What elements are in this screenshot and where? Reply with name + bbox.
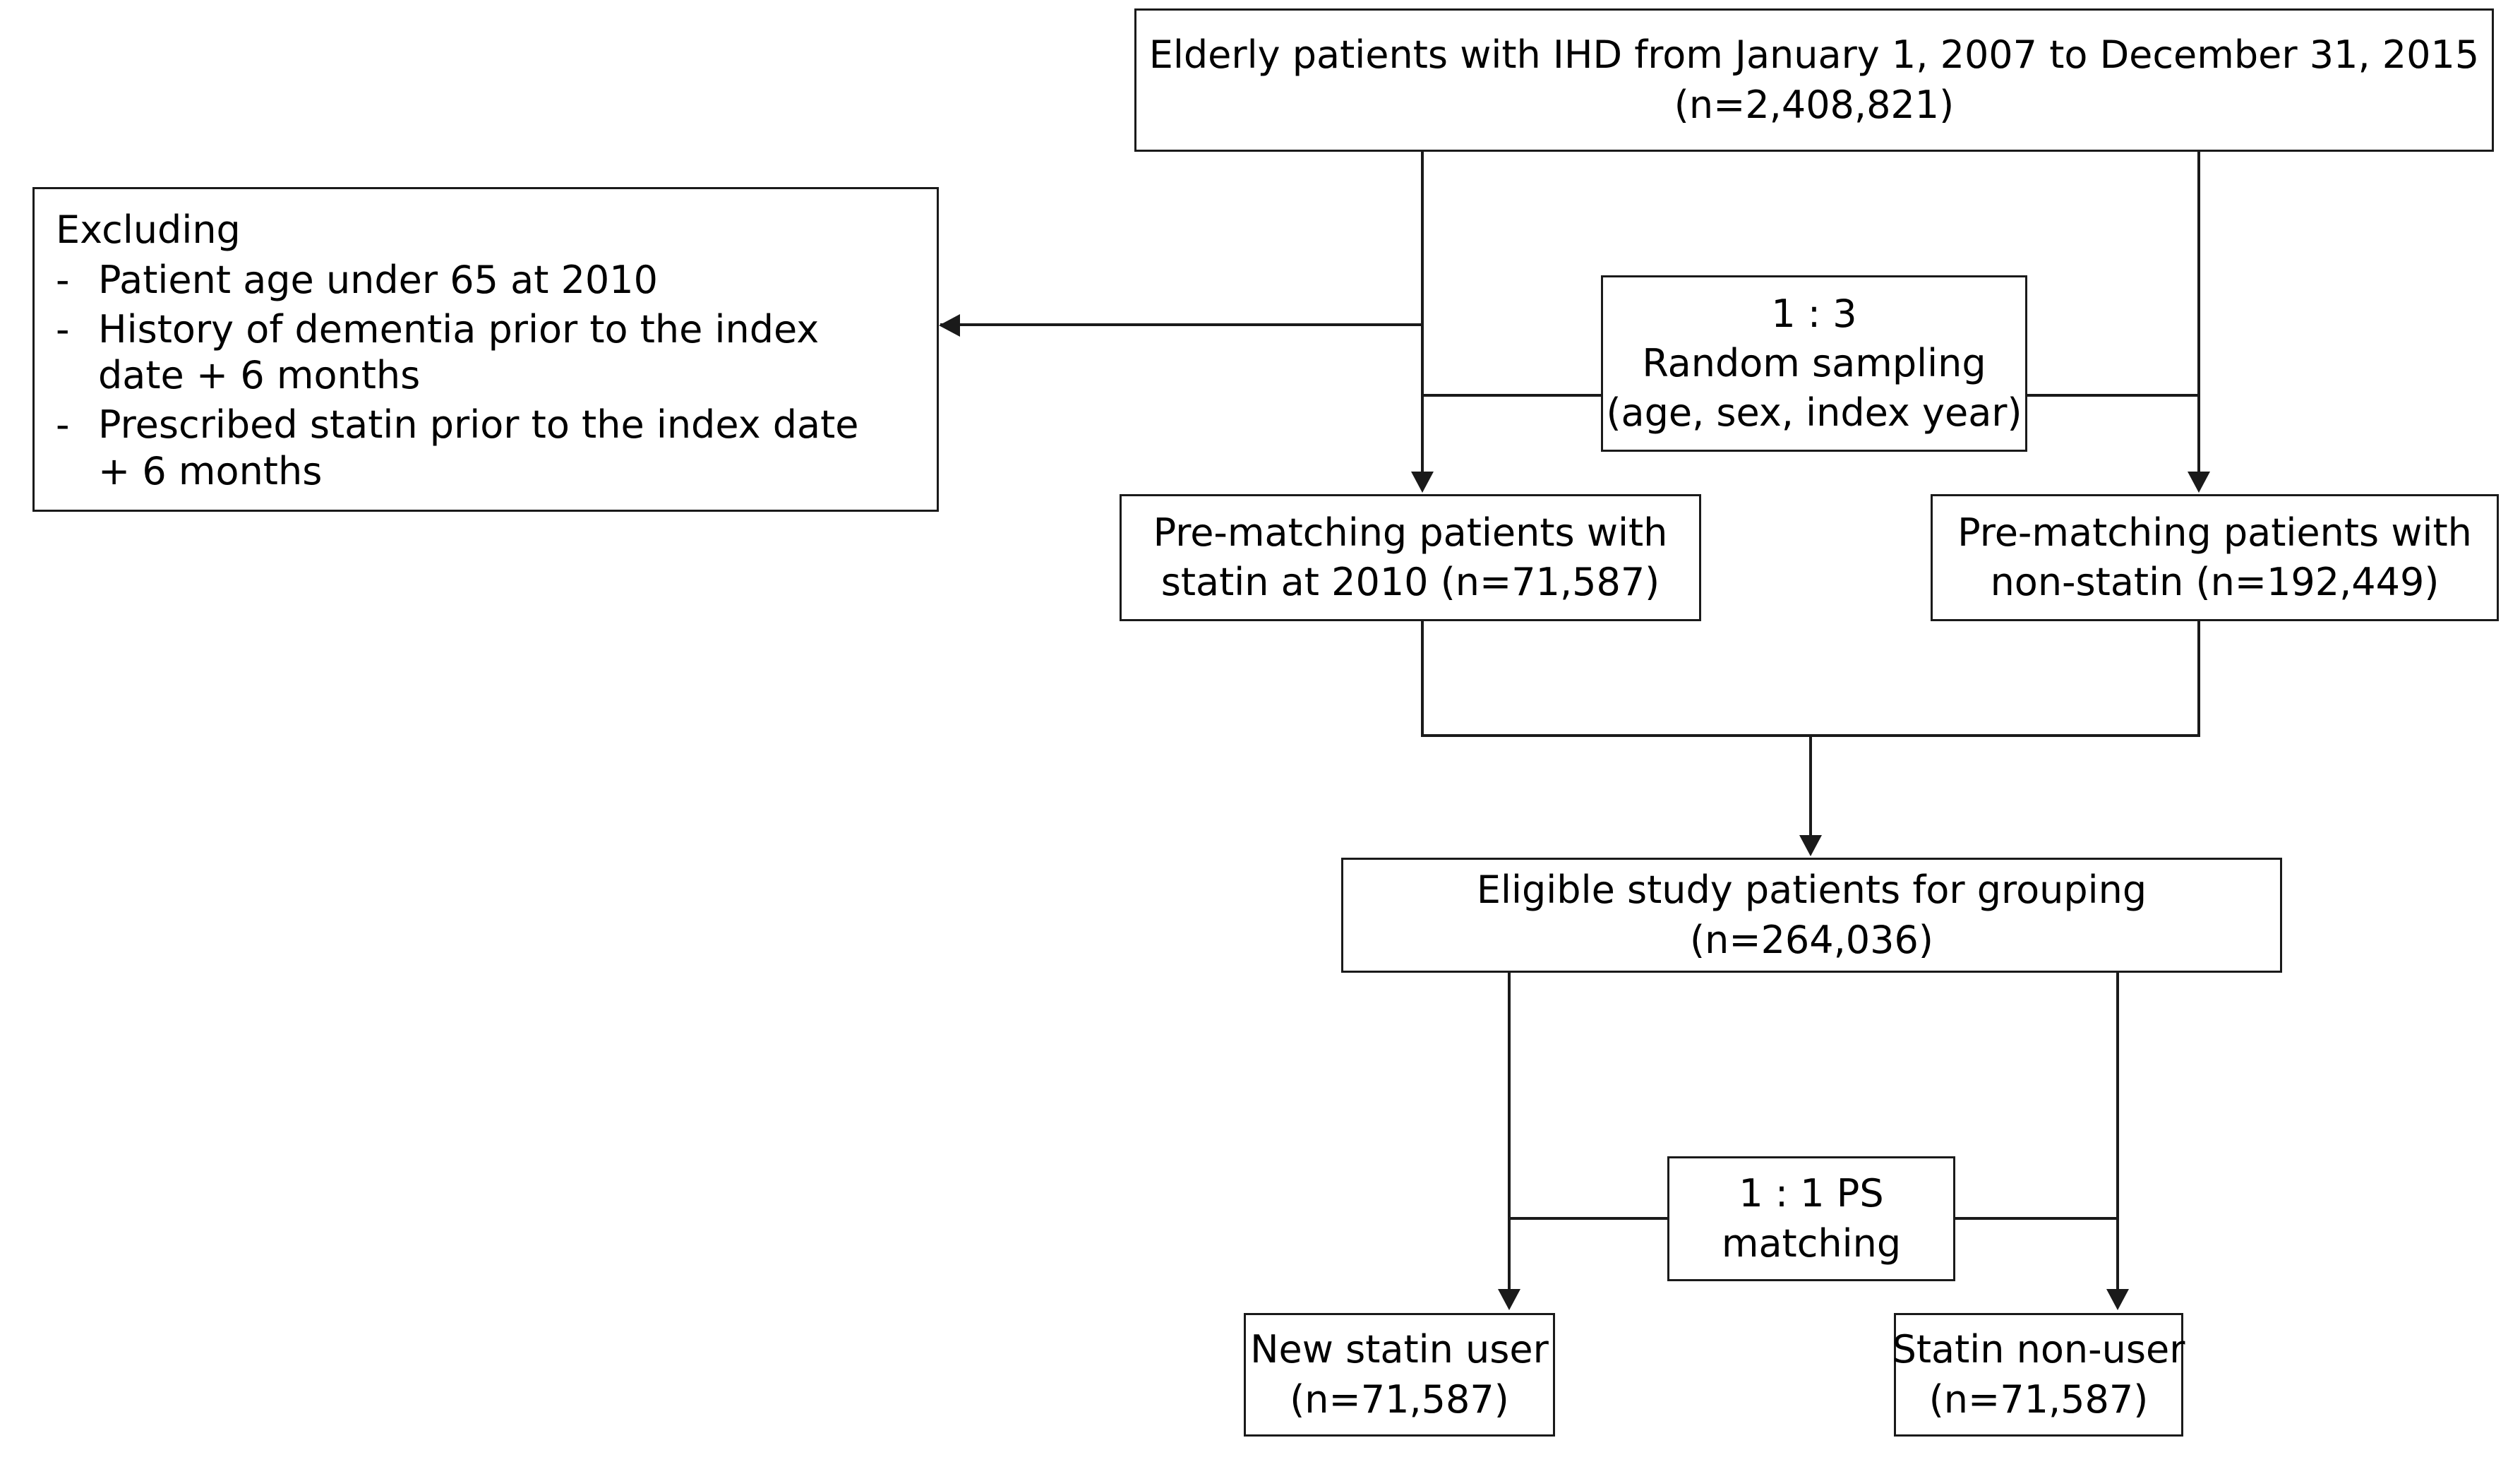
exclusion-item-2-text: History of dementia prior to the index d… (98, 306, 916, 400)
non-user-line-1: Statin non-user (1892, 1327, 2185, 1372)
connector-non-statin-to-merge (2197, 621, 2200, 736)
pre-statin-line-2: statin at 2010 (n=71,587) (1160, 560, 1660, 604)
node-random-sampling: 1 : 3 Random sampling (age, sex, index y… (1601, 275, 2027, 452)
exclusion-item-3-line-2: + 6 months (98, 449, 323, 494)
ps-label: matching (1721, 1221, 1902, 1266)
node-cohort: Elderly patients with IHD from January 1… (1134, 8, 2494, 152)
arrowhead-to-pre-matching-non-statin (2188, 472, 2210, 493)
node-eligible-study-patients: Eligible study patients for grouping (n=… (1341, 858, 2282, 973)
pre-nonstatin-line-1: Pre-matching patients with (1957, 510, 2472, 555)
sampling-ratio: 1 : 3 (1771, 291, 1857, 336)
node-ps-matching: 1 : 1 PS matching (1667, 1156, 1955, 1281)
connector-ps-matching-to-right (1954, 1217, 2118, 1220)
exclusion-item-1-text: Patient age under 65 at 2010 (98, 257, 658, 302)
arrowhead-to-statin-non-user (2106, 1289, 2129, 1310)
connector-eligible-to-non-user (2116, 973, 2119, 1290)
non-user-line-2: (n=71,587) (1928, 1377, 2149, 1422)
bullet-marker-1: - (56, 257, 70, 302)
arrowhead-to-new-statin-user (1498, 1289, 1520, 1310)
arrowhead-to-eligible (1799, 835, 1822, 856)
bullet-marker-2: - (56, 306, 70, 352)
new-user-line-1: New statin user (1250, 1327, 1549, 1372)
connector-sampling-to-right (2026, 394, 2200, 397)
connector-left-to-sampling (1421, 394, 1602, 397)
node-pre-matching-non-statin: Pre-matching patients with non-statin (n… (1931, 494, 2499, 621)
exclusion-item-2-line-1: History of dementia prior to the index (98, 306, 820, 352)
connector-left-to-ps-matching (1508, 1217, 1669, 1220)
exclusion-item-3-line-1: Prescribed statin prior to the index dat… (98, 402, 859, 448)
exclusion-item-3: - Prescribed statin prior to the index d… (56, 402, 916, 495)
node-new-statin-user: New statin user (n=71,587) (1244, 1313, 1555, 1437)
connector-cohort-to-left-branch (1421, 152, 1424, 473)
cohort-line-1: Elderly patients with IHD from January 1… (1148, 32, 2480, 78)
exclusion-item-1: - Patient age under 65 at 2010 (56, 257, 916, 304)
connector-statin-to-merge (1421, 621, 1424, 736)
node-exclusion: Excluding - Patient age under 65 at 2010… (32, 187, 939, 512)
node-pre-matching-statin: Pre-matching patients with statin at 201… (1120, 494, 1701, 621)
bullet-marker-3: - (56, 402, 70, 448)
ps-ratio: 1 : 1 PS (1739, 1171, 1884, 1216)
cohort-line-2: (n=2,408,821) (1674, 82, 1955, 127)
sampling-label: Random sampling (1642, 340, 1986, 385)
connector-cohort-to-right-branch (2197, 152, 2200, 473)
connector-merge-to-eligible (1809, 734, 1812, 838)
pre-nonstatin-line-2: non-statin (n=192,449) (1990, 560, 2440, 604)
node-statin-non-user: Statin non-user (n=71,587) (1892, 1313, 2185, 1437)
pre-statin-line-1: Pre-matching patients with (1153, 510, 1668, 555)
eligible-line-2: (n=264,036) (1690, 917, 1933, 962)
exclusion-item-2-line-2: date + 6 months (98, 353, 421, 398)
sampling-variables: (age, sex, index year) (1606, 390, 2022, 436)
arrowhead-to-pre-matching-statin (1411, 472, 1434, 493)
exclusion-item-2: - History of dementia prior to the index… (56, 306, 916, 400)
connector-eligible-to-new-user (1508, 973, 1511, 1290)
connector-to-exclusion-box (940, 323, 1422, 326)
eligible-line-1: Eligible study patients for grouping (1476, 868, 2147, 913)
new-user-line-2: (n=71,587) (1290, 1377, 1509, 1422)
arrowhead-to-exclusion-box (939, 314, 960, 337)
exclusion-heading: Excluding (56, 208, 241, 252)
exclusion-list: - Patient age under 65 at 2010 - History… (56, 257, 916, 498)
exclusion-item-3-text: Prescribed statin prior to the index dat… (98, 402, 916, 495)
